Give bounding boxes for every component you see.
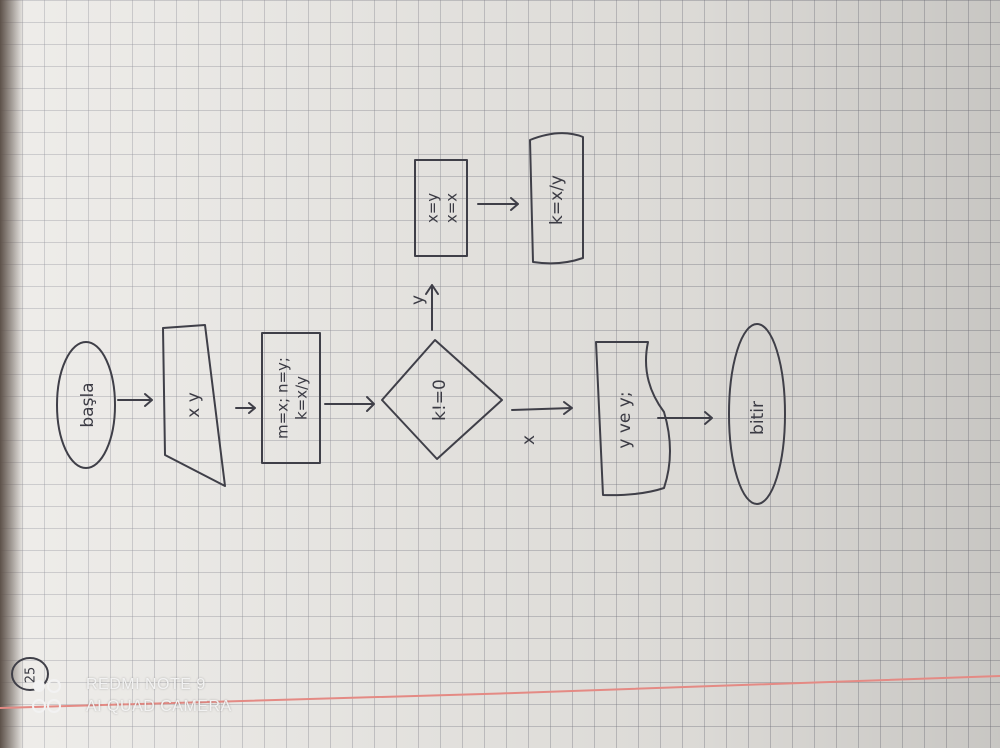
arrow-input-to-assign [235,402,256,414]
output-top-label: k=x/y [547,175,567,225]
arrow-condition-to-output [511,401,573,415]
swap-label-line1: x=y [424,193,442,223]
condition-diamond-shape [381,339,503,460]
arrow-start-to-input [117,393,153,407]
watermark-line1: REDMI NOTE 9 [86,676,206,693]
output-bottom-label: y ve y; [615,391,635,448]
arrow-output-to-end [657,411,713,425]
input-parallelogram-shape [162,324,226,487]
output-document-top-shape [529,132,584,265]
camera-watermark: REDMI NOTE 9 AI QUAD CAMERA [28,674,232,718]
camera-logo-icon [32,679,61,713]
no-branch-label: y [408,295,428,305]
start-terminal-shape [56,341,116,469]
paper-edge-shadow [0,0,24,748]
page-number: 25 [24,667,39,684]
swap-process-shape [414,159,468,257]
watermark-line2: AI QUAD CAMERA [86,698,232,715]
page-number-circle [11,657,49,691]
assign-process-shape [261,332,321,464]
condition-label: k!=0 [430,379,450,421]
end-label: bitir [748,401,768,435]
output-document-bottom-shape [595,341,671,497]
swap-label-line2: x=x [443,193,461,223]
input-label: x y [184,392,204,418]
assign-label-line1: m=x; n=y; [274,357,292,439]
assign-label-line2: k=x/y [293,376,311,420]
start-label: başla [78,382,98,427]
arrow-condition-to-swap [425,284,439,331]
yes-branch-label: x [519,435,539,445]
end-terminal-shape [728,323,786,505]
arrow-assign-to-condition [324,396,375,412]
arrow-swap-to-output [477,197,519,211]
